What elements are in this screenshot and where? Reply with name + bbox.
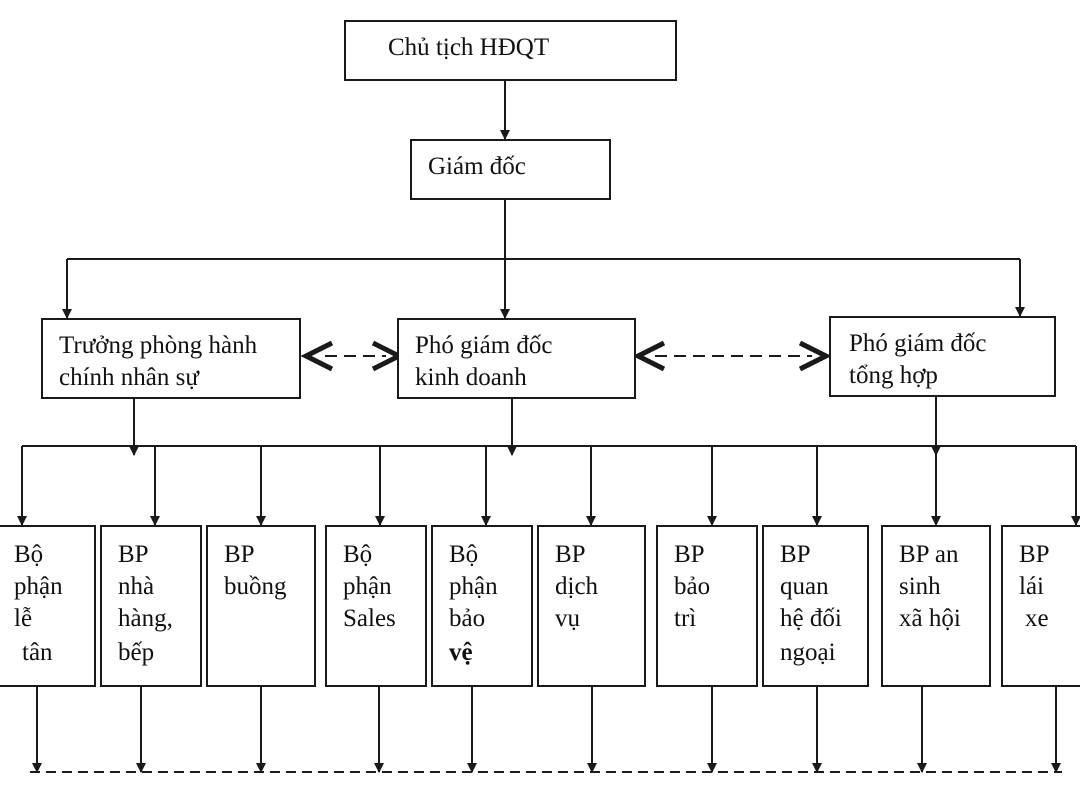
- dept-restaurant-line4: bếp: [118, 639, 155, 666]
- hr-manager-label-line1: Trưởng phòng hành: [59, 332, 258, 359]
- dept-maintenance-line1: BP: [674, 541, 705, 568]
- dept-welfare-line1: BP an: [899, 541, 959, 568]
- dept-external-line2: quan: [780, 573, 829, 600]
- director-box: Giám đốc: [410, 139, 611, 200]
- dept-restaurant-line1: BP: [118, 541, 149, 568]
- dept-welfare-line3: xã hội: [899, 605, 961, 632]
- dept-rooms-line2: buồng: [224, 573, 287, 600]
- dept-reception-line2: phận: [14, 573, 63, 600]
- dept-security-line2: phận: [449, 573, 498, 600]
- dept-service-line1: BP: [555, 541, 586, 568]
- chairman-box: Chủ tịch HĐQT: [344, 20, 677, 81]
- dept-driver-line2: lái: [1019, 573, 1044, 600]
- dept-driver-line3: xe: [1025, 605, 1049, 632]
- chevron-right-icon: [798, 340, 832, 372]
- dept-sales-line1: Bộ: [343, 541, 373, 568]
- hr-manager-label-line2: chính nhân sự: [59, 364, 199, 391]
- dept-reception-box: Bộ phận lễ tân: [0, 525, 96, 687]
- general-deputy-label-line1: Phó giám đốc: [849, 330, 987, 357]
- dept-security-line4: vệ: [449, 639, 473, 666]
- dept-welfare-box: BP an sinh xã hội: [881, 525, 991, 687]
- dept-restaurant-line2: nhà: [118, 573, 155, 600]
- dept-sales-line2: phận: [343, 573, 392, 600]
- general-deputy-label-line2: tổng hợp: [849, 362, 938, 389]
- dept-external-line3: hệ đối: [780, 605, 842, 632]
- hr-manager-box: Trưởng phòng hành chính nhân sự: [41, 318, 301, 399]
- dept-rooms-box: BP buồng: [206, 525, 316, 687]
- dept-reception-line1: Bộ: [14, 541, 44, 568]
- dept-restaurant-line3: hàng,: [118, 605, 173, 632]
- dept-service-line3: vụ: [555, 605, 580, 632]
- dept-driver-line1: BP: [1019, 541, 1050, 568]
- business-deputy-label-line2: kinh doanh: [415, 364, 527, 391]
- dept-maintenance-box: BP bảo trì: [656, 525, 758, 687]
- director-label: Giám đốc: [428, 153, 526, 180]
- dept-rooms-line1: BP: [224, 541, 255, 568]
- chairman-label: Chủ tịch HĐQT: [388, 34, 550, 61]
- business-deputy-label-line1: Phó giám đốc: [415, 332, 553, 359]
- dept-maintenance-line3: trì: [674, 605, 697, 632]
- dept-security-line3: bảo: [449, 605, 486, 632]
- chevron-left-icon: [632, 340, 666, 372]
- chevron-left-icon: [300, 340, 334, 372]
- dept-reception-line3: lễ: [14, 605, 33, 632]
- dept-driver-box: BP lái xe: [1001, 525, 1080, 687]
- general-deputy-box: Phó giám đốc tổng hợp: [829, 316, 1056, 397]
- dept-service-box: BP dịch vụ: [537, 525, 646, 687]
- dept-external-line1: BP: [780, 541, 811, 568]
- dept-security-line1: Bộ: [449, 541, 479, 568]
- dept-external-box: BP quan hệ đối ngoại: [762, 525, 869, 687]
- dept-restaurant-box: BP nhà hàng, bếp: [100, 525, 202, 687]
- dept-maintenance-line2: bảo: [674, 573, 711, 600]
- business-deputy-box: Phó giám đốc kinh doanh: [397, 318, 636, 399]
- dept-sales-box: Bộ phận Sales: [325, 525, 427, 687]
- dept-reception-line4: tân: [22, 639, 53, 666]
- dept-sales-line3: Sales: [343, 605, 396, 632]
- dept-welfare-line2: sinh: [899, 573, 941, 600]
- dept-external-line4: ngoại: [780, 639, 836, 666]
- dept-service-line2: dịch: [555, 573, 599, 600]
- dept-security-box: Bộ phận bảo vệ: [431, 525, 533, 687]
